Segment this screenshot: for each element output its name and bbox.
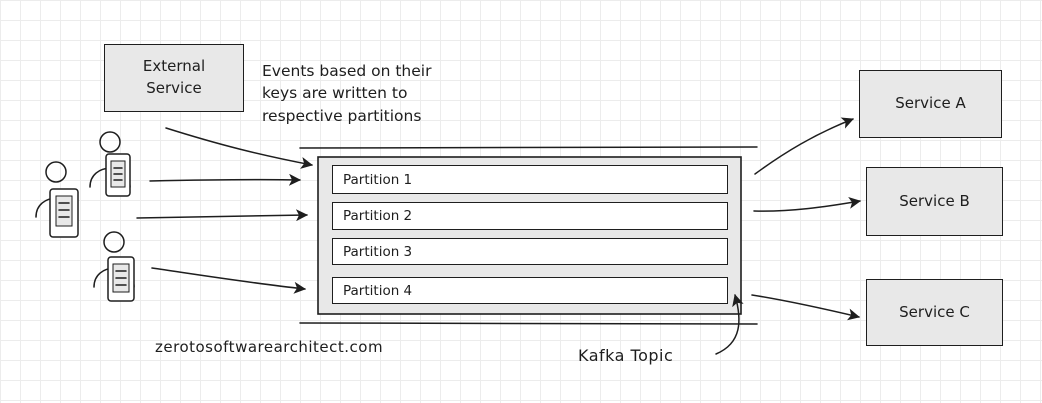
partition-1: Partition 1	[332, 165, 728, 194]
arrow-external-to-topic	[165, 127, 313, 169]
user-with-phone-icon	[93, 231, 135, 302]
arrow-user-to-topic	[151, 267, 306, 294]
partition-4: Partition 4	[332, 277, 728, 304]
user-with-phone-icon	[35, 161, 79, 238]
partition-2: Partition 2	[332, 202, 728, 230]
service-a-box: Service A	[859, 70, 1002, 138]
service-c-box: Service C	[866, 279, 1003, 346]
arrow-user-to-topic	[149, 173, 301, 186]
website-watermark: zerotosoftwarearchitect.com	[155, 338, 384, 356]
service-b-box: Service B	[866, 167, 1003, 236]
partition-3: Partition 3	[332, 238, 728, 265]
arrow-kafka-topic-pointer	[715, 294, 744, 355]
arrow-user-to-topic	[136, 209, 308, 222]
service-b-label: Service B	[899, 191, 970, 210]
partition-note: Events based on their keys are written t…	[262, 62, 432, 125]
kafka-topic-label: Kafka Topic	[578, 346, 674, 365]
arrow-topic-to-service-a	[754, 117, 854, 175]
service-c-label: Service C	[899, 302, 970, 321]
service-a-label: Service A	[895, 94, 966, 113]
external-service-label: External Service	[142, 57, 206, 97]
user-with-phone-icon	[89, 131, 131, 197]
arrow-topic-to-service-c	[751, 294, 860, 321]
external-service-box: External Service	[104, 44, 244, 112]
arrow-topic-to-service-b	[753, 196, 861, 212]
